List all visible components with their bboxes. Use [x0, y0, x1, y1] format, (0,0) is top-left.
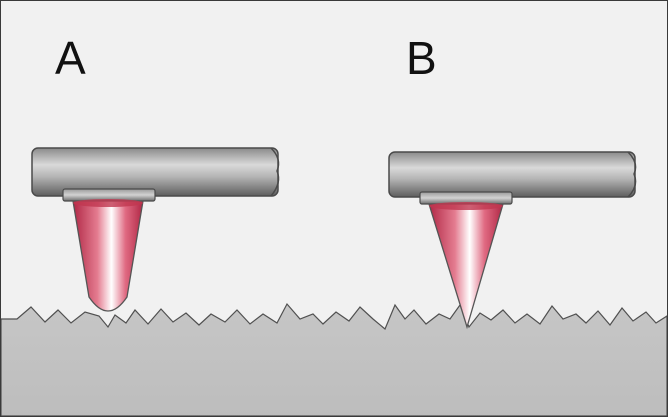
probe-b	[388, 151, 637, 330]
probe-b-cantilever	[388, 151, 636, 198]
probe-a	[31, 147, 280, 312]
probe-a-tip-base	[73, 199, 143, 207]
rough-surface	[1, 302, 667, 416]
probe-b-tip-base	[429, 202, 503, 210]
panel-label-a: A	[55, 32, 86, 84]
probe-a-cantilever-end	[270, 147, 280, 197]
probe-b-cantilever-end	[627, 151, 637, 198]
probe-b-sharp-tip	[428, 203, 504, 330]
probe-a-rounded-tip	[72, 200, 144, 312]
panel-label-b: B	[406, 32, 437, 84]
